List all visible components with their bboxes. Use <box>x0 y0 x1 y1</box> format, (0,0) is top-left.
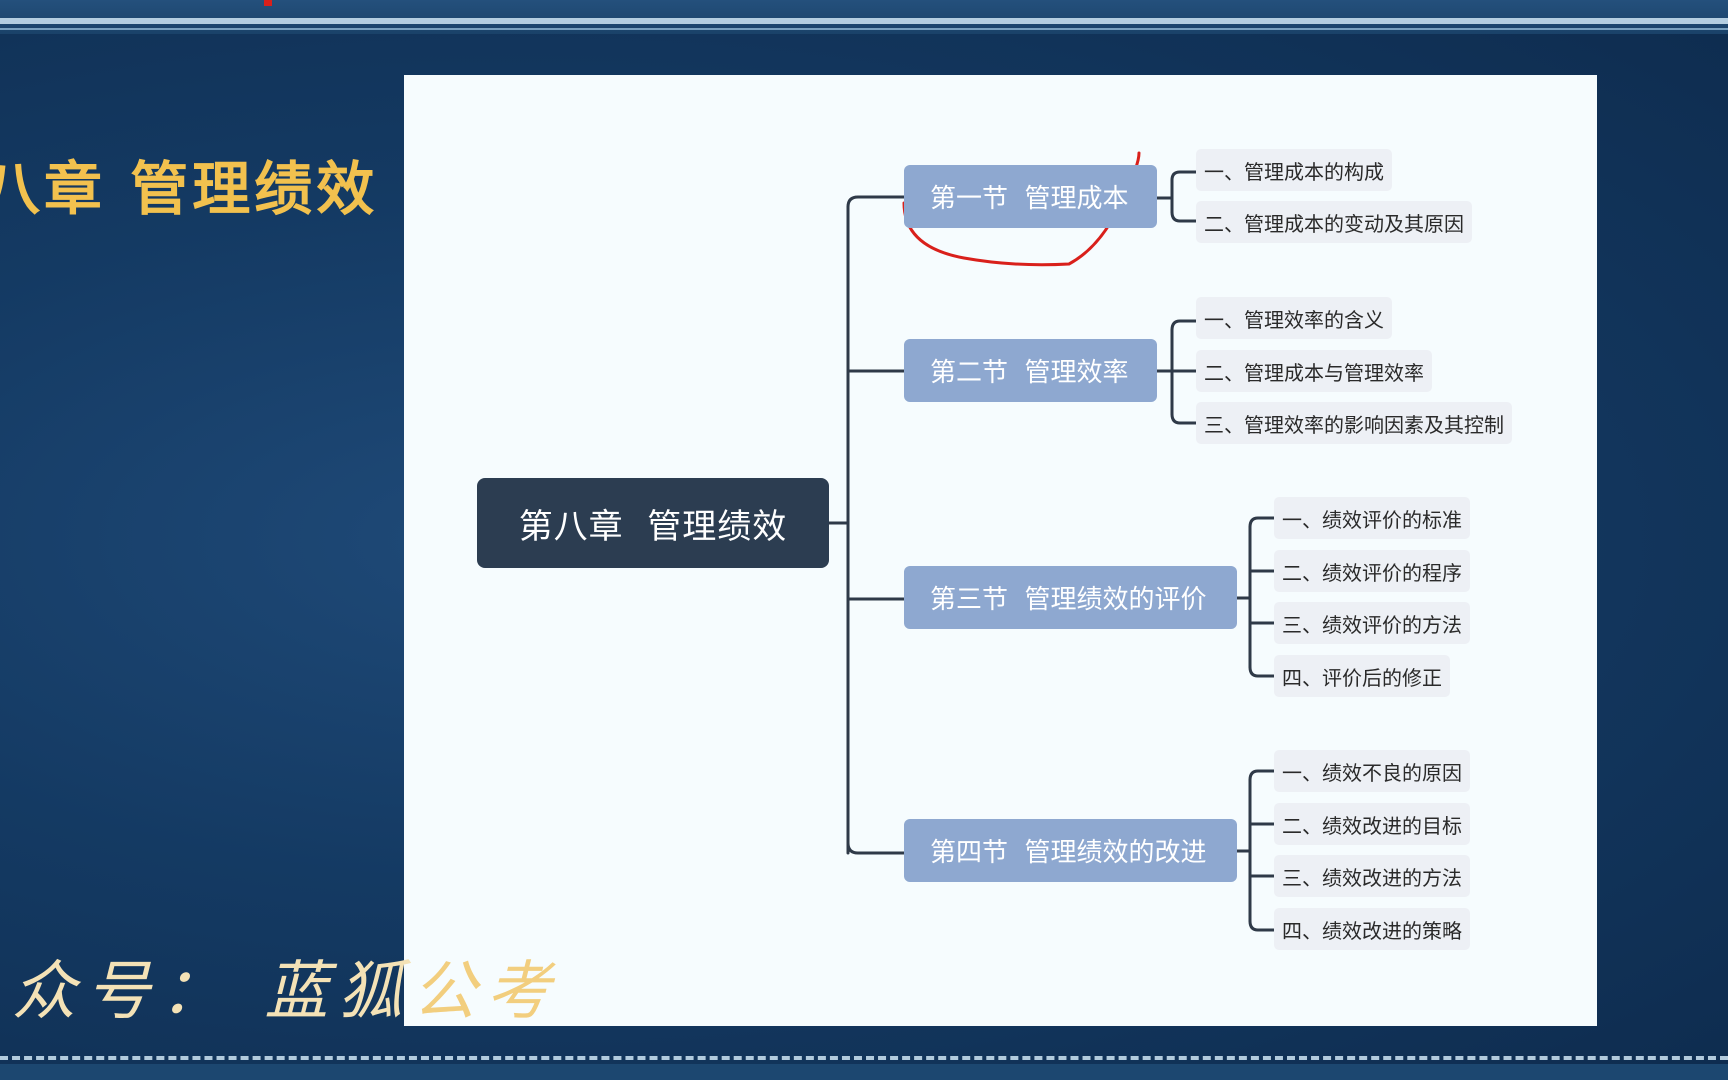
mindmap-panel: 第八章 管理绩效 第一节 管理成本 第二节 管理效率 第三节 管理绩效的评价 第… <box>404 75 1597 1026</box>
leaf-node: 一、绩效不良的原因 <box>1274 750 1470 792</box>
watermark-text: 众号： 蓝狐公考 <box>12 940 560 1032</box>
section-node-3: 第三节 管理绩效的评价 <box>904 566 1237 629</box>
section-node-4: 第四节 管理绩效的改进 <box>904 819 1237 882</box>
leaf-node: 一、管理效率的含义 <box>1196 297 1392 339</box>
leaf-node: 四、评价后的修正 <box>1274 655 1450 697</box>
leaf-node: 一、管理成本的构成 <box>1196 149 1392 191</box>
leaf-node: 三、管理效率的影响因素及其控制 <box>1196 402 1512 444</box>
leaf-node: 四、绩效改进的策略 <box>1274 908 1470 950</box>
section-node-2: 第二节 管理效率 <box>904 339 1157 402</box>
leaf-node: 二、绩效评价的程序 <box>1274 550 1470 592</box>
root-node: 第八章 管理绩效 <box>477 478 829 568</box>
leaf-node: 二、绩效改进的目标 <box>1274 803 1470 845</box>
bottom-strip <box>0 1064 1728 1080</box>
leaf-node: 三、绩效评价的方法 <box>1274 602 1470 644</box>
watermark-part1: 众号： 蓝狐 <box>12 955 413 1029</box>
leaf-node: 三、绩效改进的方法 <box>1274 855 1470 897</box>
leaf-node: 二、管理成本的变动及其原因 <box>1196 201 1472 243</box>
top-divider-line <box>0 18 1728 24</box>
section-node-1: 第一节 管理成本 <box>904 165 1157 228</box>
top-divider-line-thin <box>0 28 1728 30</box>
chapter-side-title: 八章 管理绩效 <box>0 155 379 223</box>
red-mark <box>264 0 272 6</box>
connector-lines <box>827 151 1276 932</box>
leaf-node: 一、绩效评价的标准 <box>1274 497 1470 539</box>
watermark-part2: 公考 <box>412 955 561 1029</box>
leaf-node: 二、管理成本与管理效率 <box>1196 350 1432 392</box>
bottom-dashed-line <box>0 1056 1728 1060</box>
